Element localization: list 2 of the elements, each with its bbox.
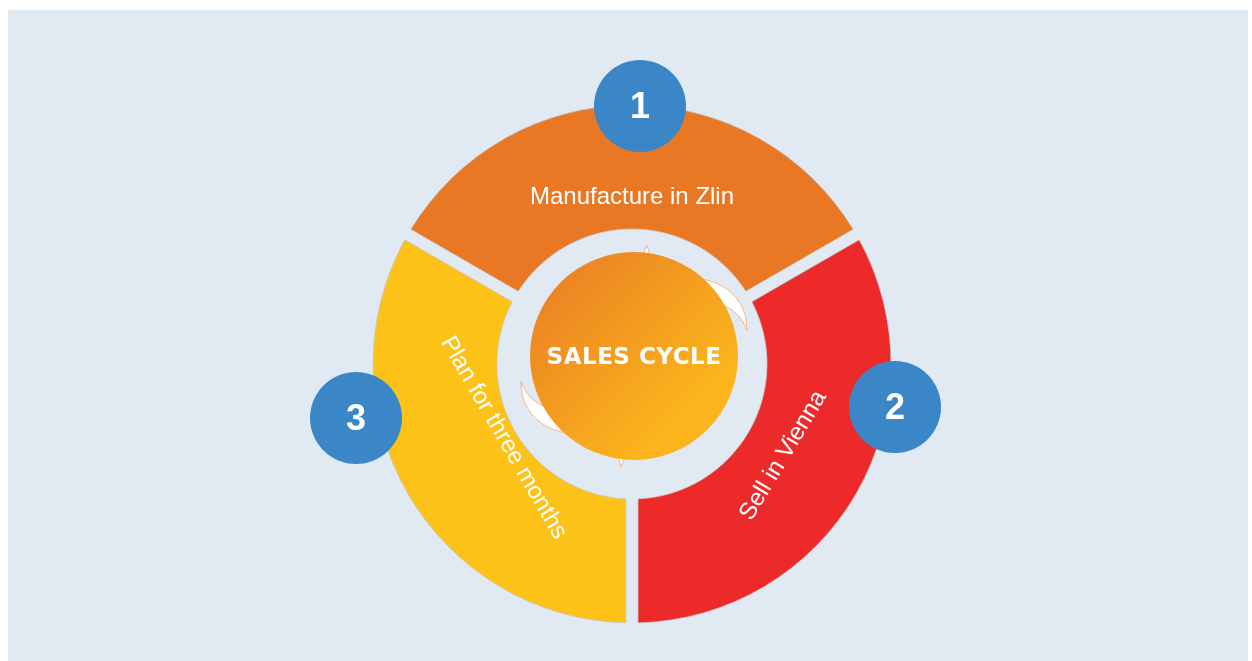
- hub-title: SALES CYCLE: [545, 343, 723, 369]
- step-label: Manufacture in Zlin: [529, 184, 735, 208]
